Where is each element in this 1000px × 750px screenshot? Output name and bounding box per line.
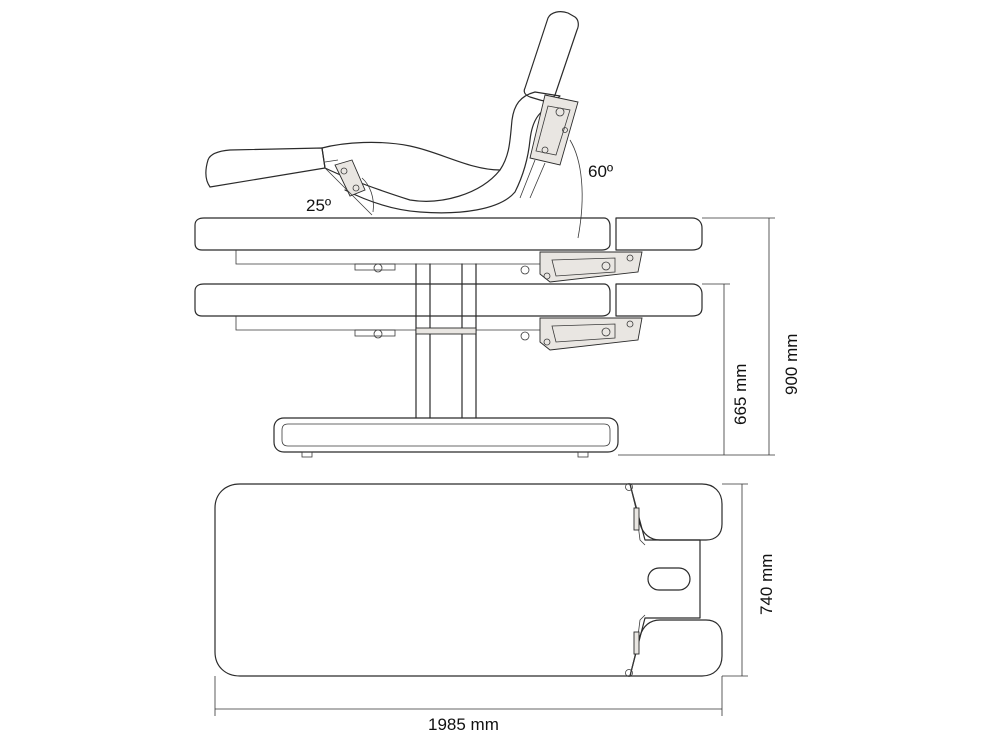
top-view-dimension-lines <box>214 483 748 716</box>
face-hole <box>647 567 691 591</box>
max-height-label: 900 mm <box>782 334 801 395</box>
min-height-label: 665 mm <box>731 364 750 425</box>
leg-angle-label: 25º <box>306 196 331 215</box>
width-label: 740 mm <box>757 554 776 615</box>
lowered-table-position <box>194 283 703 351</box>
back-angle-label: 60º <box>588 162 613 181</box>
raised-table-position <box>194 217 703 283</box>
length-label: 1985 mm <box>428 715 499 734</box>
top-view-table <box>214 483 723 677</box>
reclined-table-profile <box>205 11 583 239</box>
back-angle-arc <box>569 139 583 239</box>
leg-angle-arc <box>361 177 374 213</box>
backrest-mechanism <box>519 94 579 199</box>
height-dimension-lines <box>618 217 775 456</box>
lift-column-and-base <box>273 263 619 458</box>
leg-mechanism <box>324 159 366 197</box>
